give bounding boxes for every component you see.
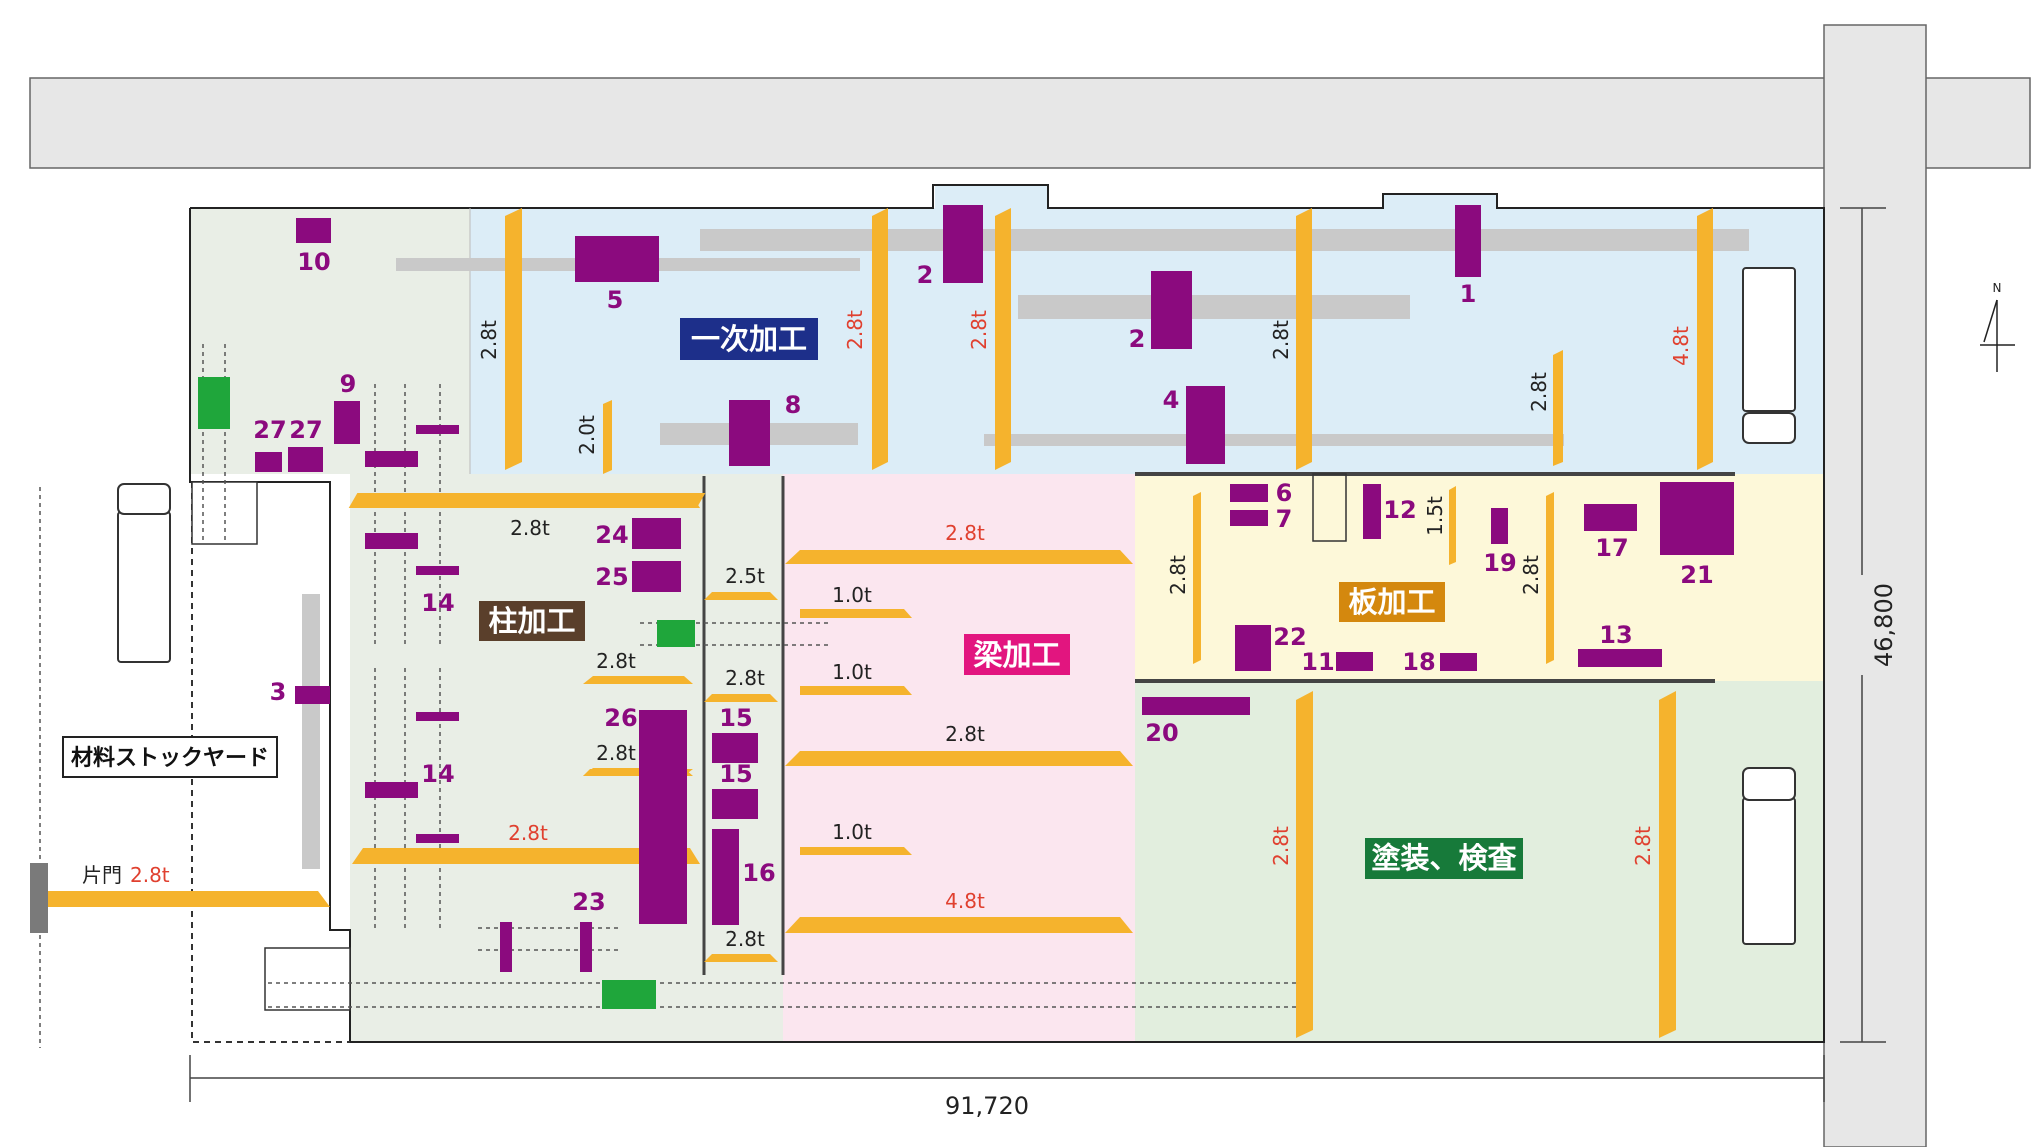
machine-number-7: 7 (1276, 505, 1293, 533)
crane-capacity: 4.8t (1669, 326, 1693, 366)
north-arrow-icon (1980, 299, 2015, 372)
zone-label-stock: 材料ストックヤード (71, 746, 269, 771)
crane-capacity: 2.8t (508, 821, 548, 845)
machine-number-24: 24 (595, 521, 628, 549)
machine-number-21: 21 (1680, 561, 1713, 589)
crane-capacity: 2.8t (1631, 826, 1655, 866)
road-horizontal (29, 77, 2031, 169)
green-marker (602, 980, 656, 1009)
machine-number-13: 13 (1599, 621, 1632, 649)
crane-capacity: 2.8t (477, 320, 501, 360)
machine-number-19: 19 (1483, 549, 1516, 577)
crane-capacity: 1.0t (832, 660, 872, 684)
machine-number-26: 26 (604, 704, 637, 732)
truck-icon (117, 483, 171, 663)
machine-number-23: 23 (572, 888, 605, 916)
machine-number-14: 14 (421, 760, 454, 788)
truck-icon (1742, 767, 1796, 945)
crane-capacity: 2.0t (575, 415, 599, 455)
crane-capacity: 2.8t (596, 741, 636, 765)
machine-number-5: 5 (607, 286, 624, 314)
machine-number-6: 6 (1276, 479, 1293, 507)
machine-number-20: 20 (1145, 719, 1178, 747)
crane-capacity: 2.8t (1527, 372, 1551, 412)
crane-capacity: 2.8t (945, 722, 985, 746)
machine-number-9: 9 (340, 370, 357, 398)
crane-capacity: 1.0t (832, 583, 872, 607)
crane-capacity: 2.5t (725, 564, 765, 588)
machine-number-15: 15 (719, 704, 752, 732)
machine-number-25: 25 (595, 563, 628, 591)
machine-number-27: 27 (253, 416, 286, 444)
crane-capacity: 2.8t (510, 516, 550, 540)
gate-post (30, 863, 48, 933)
height-dimension: 46,800 (1870, 583, 1898, 667)
machine-number-22: 22 (1273, 623, 1306, 651)
zone-label-paint: 塗装、検査 (1371, 841, 1516, 875)
truck-icon (1742, 267, 1796, 444)
crane-capacity: 1.0t (832, 820, 872, 844)
machine-number-27: 27 (289, 416, 322, 444)
crane-capacity: 2.8t (596, 649, 636, 673)
crane-capacity: 2.8t (725, 927, 765, 951)
crane-capacity: 2.8t (1519, 555, 1543, 595)
machine-number-8: 8 (785, 391, 802, 419)
machine-number-14: 14 (421, 589, 454, 617)
machine-number-2: 2 (917, 261, 934, 289)
width-dimension: 91,720 (945, 1092, 1029, 1120)
crane-capacity: 2.8t (1166, 555, 1190, 595)
machine-number-16: 16 (742, 859, 775, 887)
machine-number-4: 4 (1163, 386, 1180, 414)
machine-number-1: 1 (1460, 280, 1477, 308)
machine-number-3: 3 (270, 678, 287, 706)
crane-capacity: 2.8t (725, 666, 765, 690)
green-marker (657, 620, 695, 647)
crane-capacity: 4.8t (945, 889, 985, 913)
north-label: N (1993, 281, 2002, 295)
crane-capacity: 1.5t (1423, 496, 1447, 536)
zone-label-column: 柱加工 (488, 604, 575, 638)
crane-capacity: 2.8t (945, 521, 985, 545)
gate-capacity: 2.8t (130, 863, 170, 887)
machine-number-17: 17 (1595, 534, 1628, 562)
zone-label-beam: 梁加工 (973, 638, 1060, 672)
machine-number-12: 12 (1383, 496, 1416, 524)
crane-capacity: 2.8t (843, 310, 867, 350)
gate-label: 片門 (82, 863, 122, 887)
machine-number-18: 18 (1402, 648, 1435, 676)
zone-label-primary: 一次加工 (691, 322, 807, 356)
crane-capacity: 2.8t (1269, 320, 1293, 360)
machine-number-10: 10 (297, 248, 330, 276)
zone-label-plate: 板加工 (1348, 585, 1435, 619)
green-marker (198, 377, 230, 429)
crane-capacity: 2.8t (1269, 826, 1293, 866)
machine-number-11: 11 (1301, 648, 1334, 676)
machine-number-2: 2 (1129, 325, 1146, 353)
machine-number-15: 15 (719, 760, 752, 788)
crane-capacity: 2.8t (967, 310, 991, 350)
